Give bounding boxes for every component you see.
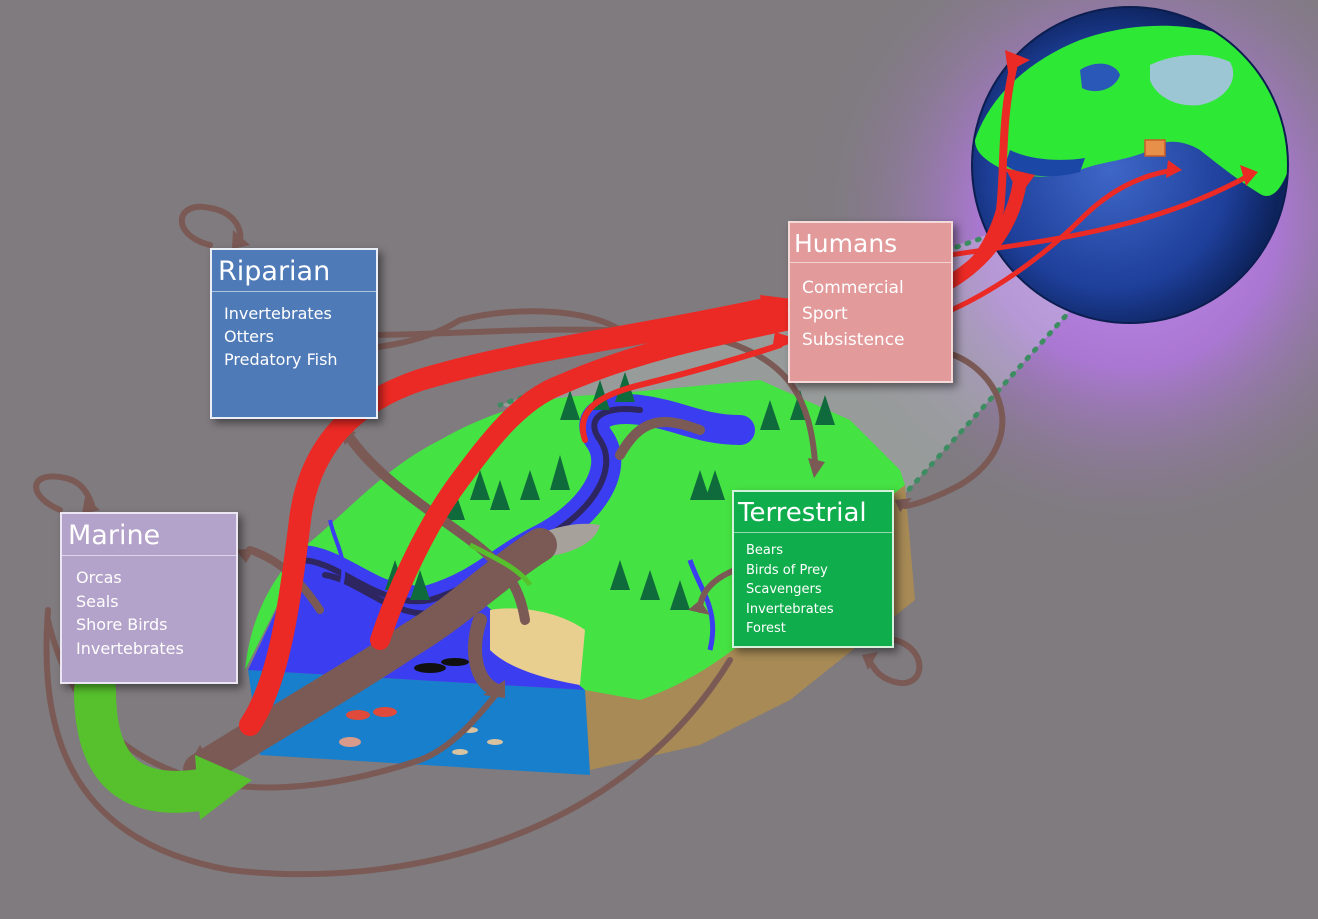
riparian-item: Otters bbox=[224, 327, 274, 346]
terrestrial-item: Birds of Prey bbox=[746, 562, 828, 578]
marine-item: Seals bbox=[76, 591, 119, 611]
humans-item: Commercial bbox=[802, 278, 904, 298]
riparian-box: Riparian Invertebrates Otters Predatory … bbox=[210, 248, 378, 419]
green-arrowhead bbox=[195, 755, 252, 820]
marine-item: Orcas bbox=[76, 568, 122, 587]
marine-box: Marine Orcas Seals Shore Birds Invertebr… bbox=[60, 512, 238, 684]
marine-to-ocean-flow bbox=[74, 669, 221, 813]
humans-title: Humans bbox=[790, 223, 951, 263]
marine-item: Shore Birds bbox=[76, 615, 168, 634]
humans-item: Subsistence bbox=[802, 330, 905, 350]
terrestrial-self-loop bbox=[867, 637, 923, 687]
marine-nutrient-flow bbox=[183, 528, 557, 787]
terrestrial-item: Forest bbox=[746, 621, 786, 636]
humans-box: Humans Commercial Sport Subsistence bbox=[788, 221, 953, 383]
riparian-to-river bbox=[345, 433, 530, 625]
marine-to-terrestrial-loop bbox=[43, 607, 733, 878]
riparian-title: Riparian bbox=[212, 250, 376, 292]
marine-title: Marine bbox=[62, 514, 236, 556]
subsistence-to-terrestrial bbox=[902, 347, 1006, 509]
terrestrial-item: Bears bbox=[746, 543, 784, 558]
projection-line-right bbox=[892, 297, 1083, 508]
terrestrial-title: Terrestrial bbox=[734, 492, 892, 533]
subsistence-flow bbox=[579, 342, 783, 443]
humans-item: Sport bbox=[802, 304, 848, 324]
terrestrial-box: Terrestrial Bears Birds of Prey Scavenge… bbox=[732, 490, 894, 648]
marine-self-loop bbox=[33, 473, 95, 513]
salmon-fish bbox=[339, 707, 503, 755]
terrestrial-item: Invertebrates bbox=[746, 601, 834, 617]
riparian-self-loop bbox=[178, 203, 244, 248]
riparian-item: Predatory Fish bbox=[224, 350, 338, 369]
red-arrowheads bbox=[760, 50, 1258, 350]
orca-whales bbox=[414, 658, 469, 673]
marine-item: Invertebrates bbox=[76, 638, 184, 658]
terrestrial-item: Scavengers bbox=[746, 582, 822, 597]
riparian-item: Invertebrates bbox=[224, 304, 332, 323]
